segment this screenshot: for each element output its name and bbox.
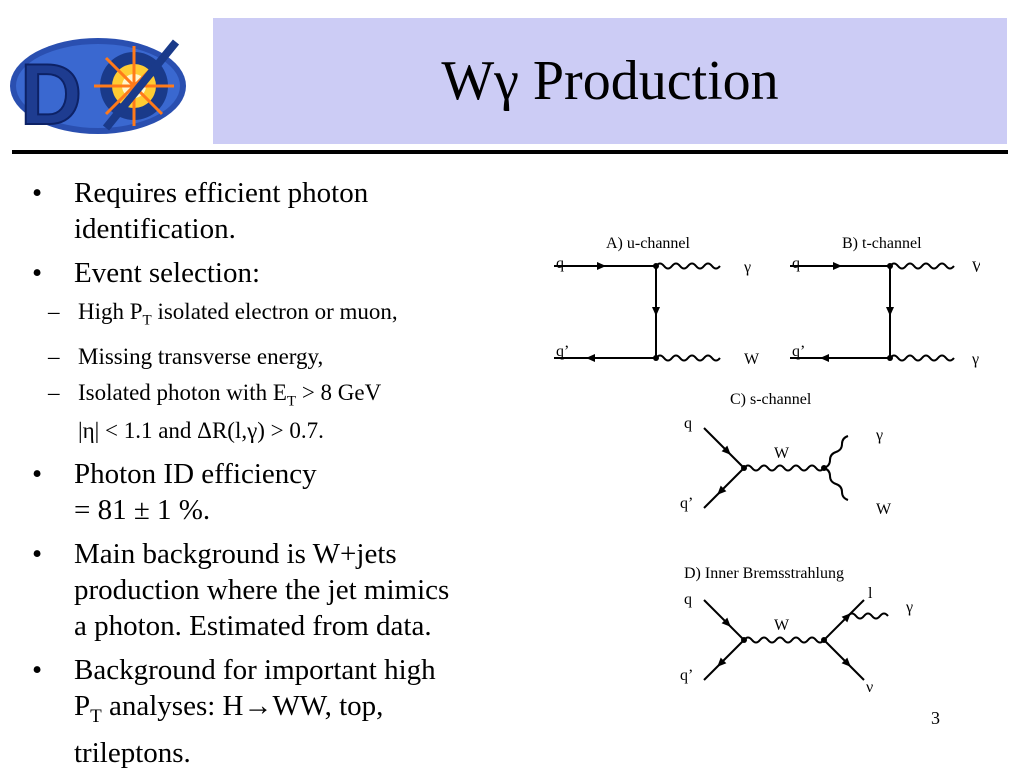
bullet-photon-id: • Requires efficient photon identificati… <box>32 175 532 247</box>
label-lepton: l <box>868 585 873 602</box>
bullet-line: a photon. Estimated from data. <box>74 610 432 643</box>
diagram-b-title: B) t-channel <box>842 235 922 252</box>
label-w: W <box>774 445 790 462</box>
label-gamma: γ <box>875 427 883 444</box>
label-qbar: q’ <box>556 343 569 360</box>
label-gamma: γ <box>743 259 751 276</box>
label-w: W <box>876 501 892 518</box>
bullet-line: Background for important high <box>74 654 436 687</box>
bullet-line: Requires efficient photon <box>74 177 369 209</box>
diagram-c-title: C) s-channel <box>730 391 812 408</box>
bullet-list: • Requires efficient photon identificati… <box>32 175 532 779</box>
title-divider <box>12 150 1008 154</box>
label-qbar: q’ <box>792 343 805 360</box>
label-neutrino: ν <box>866 679 873 696</box>
d0-logo: D <box>10 38 186 138</box>
bullet-line: = 81 ± 1 %. <box>74 494 211 527</box>
title-background <box>213 18 1007 144</box>
diagram-a-title: A) u-channel <box>606 235 691 252</box>
bullet-line: Event selection: <box>74 257 261 289</box>
label-q: q <box>792 255 800 272</box>
bullet-event-selection: • Event selection: <box>32 255 532 291</box>
bullet-line: production where the jet mimics <box>74 574 450 607</box>
bullet-line: PT analyses: H→WW, top, <box>74 690 384 727</box>
label-q: q <box>684 591 692 608</box>
bullet-line: Main background is W+jets <box>74 538 397 571</box>
diagram-u-channel: A) u-channel q q’ γ W <box>554 235 760 368</box>
diagram-d-title: D) Inner Bremsstrahlung <box>684 565 844 582</box>
sub-bullet-photon: – Isolated photon with ET > 8 GeV |η| < … <box>48 379 382 444</box>
bullet-efficiency: • Photon ID efficiency = 81 ± 1 %. <box>32 456 532 528</box>
label-q: q <box>684 415 692 432</box>
label-w: W <box>744 351 760 368</box>
bullet-analyses: • Background for important high PT analy… <box>32 652 532 771</box>
slide-title: Wγ Production <box>441 50 779 112</box>
bullet-line: identification. <box>74 213 236 245</box>
sub-bullet-lepton: – High PT isolated electron or muon, <box>48 299 398 329</box>
label-q: q <box>556 255 564 272</box>
diagram-s-channel: C) s-channel q q’ W γ W <box>680 391 892 518</box>
bullet-line: trileptons. <box>74 736 191 769</box>
sub-bullet-met: – Missing transverse energy, <box>48 343 324 369</box>
feynman-diagrams: A) u-channel q q’ γ W B) t-channel q q’ … <box>554 235 980 696</box>
label-gamma: γ <box>971 351 979 368</box>
label-w: W <box>774 617 790 634</box>
diagram-bremsstrahlung: D) Inner Bremsstrahlung q q’ W l γ ν <box>680 565 913 696</box>
label-qbar: q’ <box>680 667 693 684</box>
bullet-background: • Main background is W+jets production w… <box>32 536 532 644</box>
label-gamma: γ <box>905 599 913 616</box>
slide-number: 3 <box>931 708 940 728</box>
label-qbar: q’ <box>680 495 693 512</box>
label-w: W <box>972 259 980 276</box>
diagram-t-channel: B) t-channel q q’ W γ <box>790 235 980 368</box>
svg-text:D: D <box>20 47 82 138</box>
bullet-line: Photon ID efficiency <box>74 458 317 491</box>
